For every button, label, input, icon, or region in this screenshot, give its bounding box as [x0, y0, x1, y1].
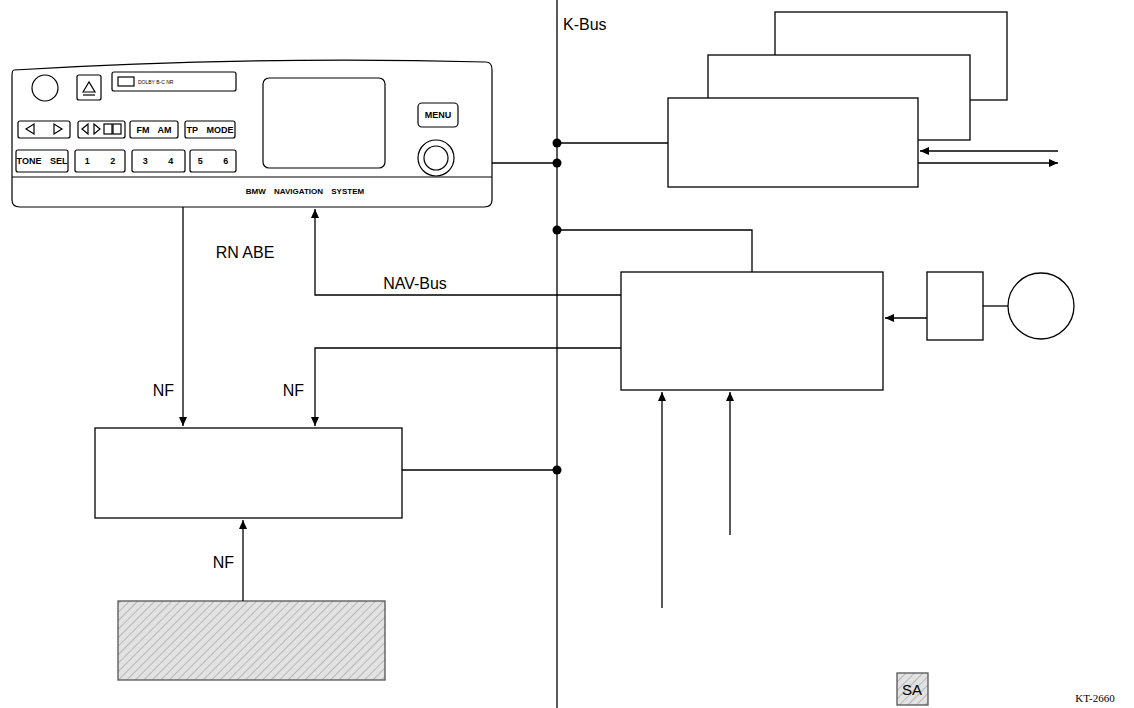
brand-label: BMW NAVIGATION SYSTEM [246, 188, 364, 196]
button-label: 1 2 [85, 157, 116, 166]
button-label: FM AM [136, 126, 171, 135]
signal-name: NF [213, 555, 234, 571]
bus-name: K-Bus [563, 17, 607, 33]
signal-name: NF [153, 383, 174, 399]
button-label: TP MODE [187, 126, 234, 135]
bus-name: NAV-Bus [383, 276, 447, 292]
radio-navigation-unit: RN ABE [12, 58, 494, 270]
unit-name: RN ABE [216, 245, 275, 261]
signal-name: NF [283, 383, 304, 399]
button-label: 5 6 [198, 157, 229, 166]
button-label: MENU [425, 111, 452, 120]
button-label: TONE SEL [17, 157, 68, 166]
legend-text: SA [902, 682, 922, 697]
button-label: 3 4 [143, 157, 174, 166]
drawing-number: KT-2660 [1075, 693, 1114, 704]
brand-label: DOLBY B-C NR [138, 80, 173, 85]
